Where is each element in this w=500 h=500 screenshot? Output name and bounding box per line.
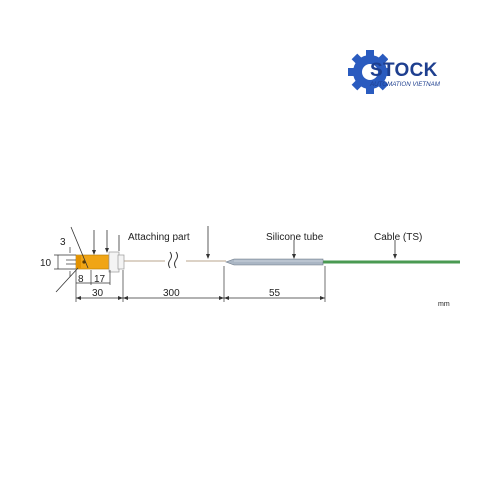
dim-17: 17 (94, 274, 106, 285)
horizontal-dimensions (75, 266, 326, 302)
break-mark (168, 251, 178, 269)
dim-55: 55 (269, 288, 281, 299)
logo-brand-text: STOCK (370, 60, 438, 81)
dim-300: 300 (163, 288, 180, 299)
logo: STOCK AUTOMATION VIETNAM (348, 44, 448, 100)
dim-3: 3 (60, 237, 66, 248)
silicone-tube (225, 258, 324, 266)
dim-8: 8 (78, 274, 84, 285)
sensor-head-tip (76, 256, 81, 268)
dim-30: 30 (92, 288, 104, 299)
arrowheads (92, 248, 397, 259)
logo-tagline: AUTOMATION VIETNAM (370, 81, 440, 88)
dimension-arrowheads (76, 296, 325, 300)
vertical-dimensions (54, 247, 76, 277)
dim-10: 10 (40, 258, 52, 269)
attaching-part-label: Attaching part (128, 232, 190, 243)
unit-label: mm (438, 301, 450, 308)
cable-label: Cable (TS) (374, 232, 422, 243)
attaching-part (108, 251, 125, 273)
silicone-tube-label: Silicone tube (266, 232, 324, 243)
